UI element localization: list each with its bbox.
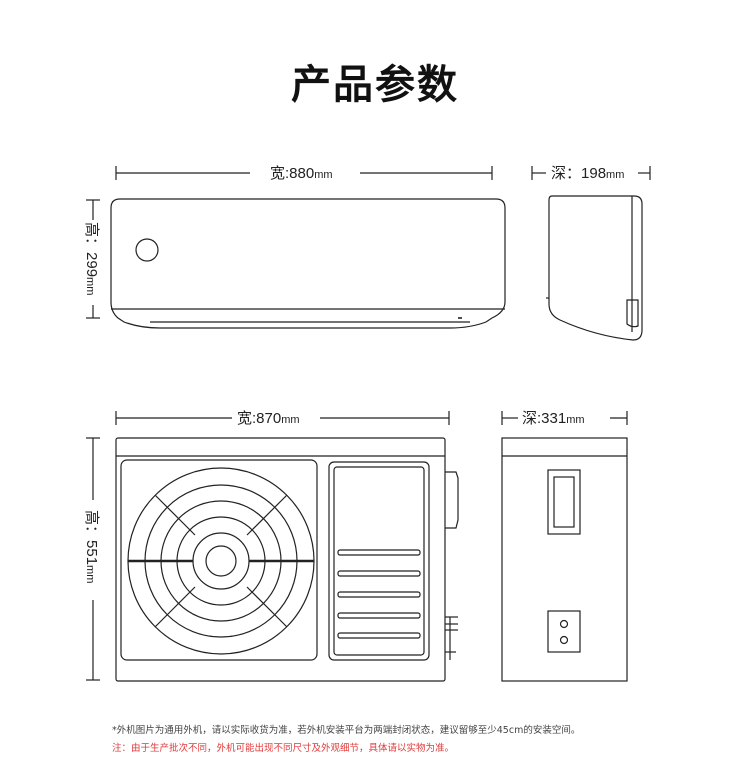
outdoor-depth-label: 深:331mm [522, 410, 585, 427]
outdoor-height-label: 高：551mm [83, 510, 100, 583]
outdoor-unit-front [115, 437, 459, 682]
indoor-depth-label: 深：198mm [551, 165, 624, 182]
indoor-unit-front [110, 198, 506, 329]
disclaimer-note: 注：由于生产批次不同，外机可能出现不同尺寸及外观细节，具体请以实物为准。 [112, 743, 455, 754]
outdoor-width-label: 宽:870mm [237, 410, 300, 427]
indoor-width-dimension [115, 166, 493, 180]
outdoor-width-dimension [115, 411, 450, 425]
indoor-height-label: 高：299mm [83, 222, 100, 295]
outdoor-unit-side [501, 437, 628, 682]
install-note: *外机图片为通用外机，请以实际收货为准，若外机安装平台为两端封闭状态，建议留够至… [112, 725, 581, 736]
indoor-width-label: 宽:880mm [270, 165, 333, 182]
indoor-unit-side [546, 195, 643, 341]
page-title: 产品参数 [291, 62, 459, 108]
indoor-depth-dimension [531, 166, 651, 180]
outdoor-depth-dimension [501, 411, 628, 425]
outdoor-height-dimension [86, 437, 100, 681]
indoor-height-dimension [86, 199, 100, 319]
